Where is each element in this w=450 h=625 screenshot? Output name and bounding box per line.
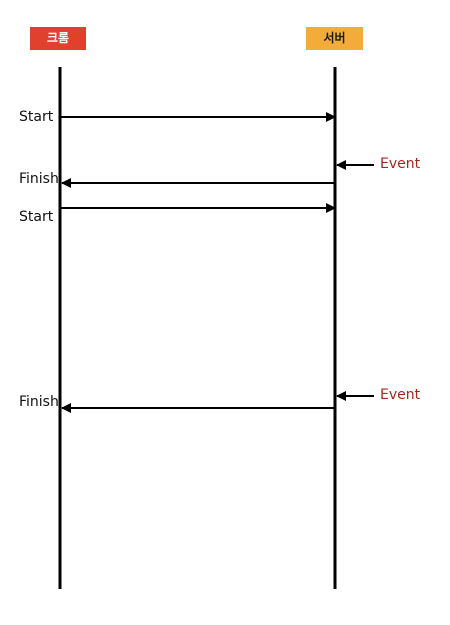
server-actor-label: 서버 (323, 31, 346, 45)
finish-label-2: Finish (19, 394, 59, 410)
chrome-actor-label: 크롬 (46, 31, 70, 45)
server-actor-box (306, 27, 363, 50)
event-label-2: Event (380, 387, 421, 403)
start-label-2: Start (19, 209, 54, 225)
event-label-1: Event (380, 156, 421, 172)
finish-label-1: Finish (19, 171, 59, 187)
chrome-actor-box (30, 27, 86, 50)
start-label-1: Start (19, 109, 54, 125)
